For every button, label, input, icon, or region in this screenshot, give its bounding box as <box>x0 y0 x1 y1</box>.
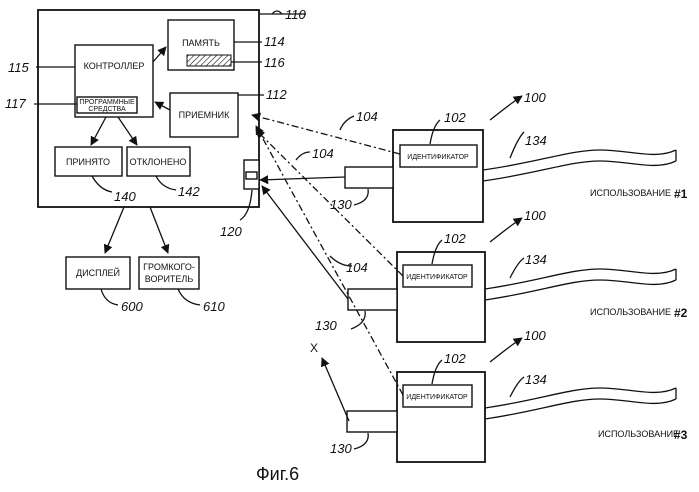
device-1-cable-ref: 134 <box>525 133 547 148</box>
device-3-plug-ref: 130 <box>330 441 352 456</box>
device-3-identifier-label: ИДЕНТИФИКАТОР <box>406 394 468 401</box>
device-3: ИДЕНТИФИКАТОР <box>347 372 676 462</box>
device-2-plug-ref: 130 <box>315 318 337 333</box>
main-unit-ref: 110 <box>285 7 306 22</box>
usage-3-num: #3 <box>674 428 688 442</box>
device-3-plug <box>347 411 397 432</box>
device-3-cable-leader <box>510 377 524 397</box>
device-1-body <box>393 130 483 222</box>
port-ref: 120 <box>220 224 242 239</box>
device-1-cable-bottom <box>483 161 676 181</box>
rejected-label: ОТКЛОНЕНО <box>130 157 187 167</box>
usage-2-num: #2 <box>674 306 688 320</box>
figure-caption: Фиг.6 <box>256 464 299 484</box>
link-device-3-blocked <box>322 358 349 421</box>
arrow-to-display <box>105 207 124 253</box>
device-3-id-ref: 102 <box>444 351 466 366</box>
usage-2-text: ИСПОЛЬЗОВАНИЕ <box>590 307 671 317</box>
device-2-cable-leader <box>510 258 524 278</box>
link-ref-2: 104 <box>312 146 334 161</box>
device-3-cable-ref: 134 <box>525 372 547 387</box>
software-ref: 117 <box>5 96 26 111</box>
device-1-ref-arrow <box>490 96 522 120</box>
device-2-identifier-label: ИДЕНТИФИКАТОР <box>406 274 468 281</box>
speaker-leader <box>178 289 200 305</box>
usage-1-num: #1 <box>674 187 688 201</box>
device-1-plug-ref: 130 <box>330 197 352 212</box>
device-2-id-ref: 102 <box>444 231 466 246</box>
device-2: ИДЕНТИФИКАТОР <box>348 252 676 342</box>
device-1: ИДЕНТИФИКАТОР <box>345 130 676 222</box>
receiver-label: ПРИЕМНИК <box>179 110 230 120</box>
device-2-cable-ref: 134 <box>525 252 547 267</box>
device-2-ref-arrow <box>490 218 522 242</box>
device-1-cable-leader <box>510 132 524 158</box>
usage-3-text: ИСПОЛЬЗОВАНИЕ <box>598 429 679 439</box>
usage-1-text: ИСПОЛЬЗОВАНИЕ <box>590 188 671 198</box>
link-ref-1: 104 <box>356 109 378 124</box>
device-2-ref: 100 <box>524 208 546 223</box>
link-ref-2-leader <box>296 152 310 160</box>
speaker-label-2: ВОРИТЕЛЬ <box>145 274 194 284</box>
memory-cell-ref: 116 <box>264 55 285 70</box>
accepted-label: ПРИНЯТО <box>66 157 110 167</box>
memory-label: ПАМЯТЬ <box>182 38 220 48</box>
port-socket <box>246 172 257 179</box>
device-1-plug-leader <box>354 189 368 205</box>
device-3-ref: 100 <box>524 328 546 343</box>
device-3-plug-leader <box>354 433 368 449</box>
device-2-cable-bottom <box>485 280 676 300</box>
device-3-ref-arrow <box>490 338 522 362</box>
device-1-ref: 100 <box>524 90 546 105</box>
display-label: ДИСПЛЕЙ <box>76 267 120 278</box>
display-leader <box>101 289 118 305</box>
controller-ref: 115 <box>8 60 29 75</box>
memory-storage-cell <box>187 55 231 66</box>
device-1-id-ref: 102 <box>444 110 466 125</box>
rejected-ref: 142 <box>178 184 200 199</box>
device-1-identifier-label: ИДЕНТИФИКАТОР <box>407 154 469 161</box>
accepted-ref: 140 <box>114 189 136 204</box>
memory-ref: 114 <box>264 34 285 49</box>
software-label-2: СРЕДСТВА <box>88 106 126 113</box>
speaker-label-1: ГРОМКОГО- <box>143 262 195 272</box>
software-label-1: ПРОГРАММНЫЕ <box>79 99 135 106</box>
device-1-plug <box>345 167 393 188</box>
link-ref-1-leader <box>340 116 354 130</box>
blocked-x-label: X <box>310 341 318 355</box>
link-device-1-port <box>260 177 345 180</box>
link-ref-3: 104 <box>346 260 368 275</box>
display-ref: 600 <box>121 299 143 314</box>
arrow-to-speaker <box>150 207 168 253</box>
controller-label: КОНТРОЛЛЕР <box>84 61 145 71</box>
speaker-ref: 610 <box>203 299 225 314</box>
device-3-cable-bottom <box>485 399 676 419</box>
receiver-ref: 112 <box>266 87 287 102</box>
